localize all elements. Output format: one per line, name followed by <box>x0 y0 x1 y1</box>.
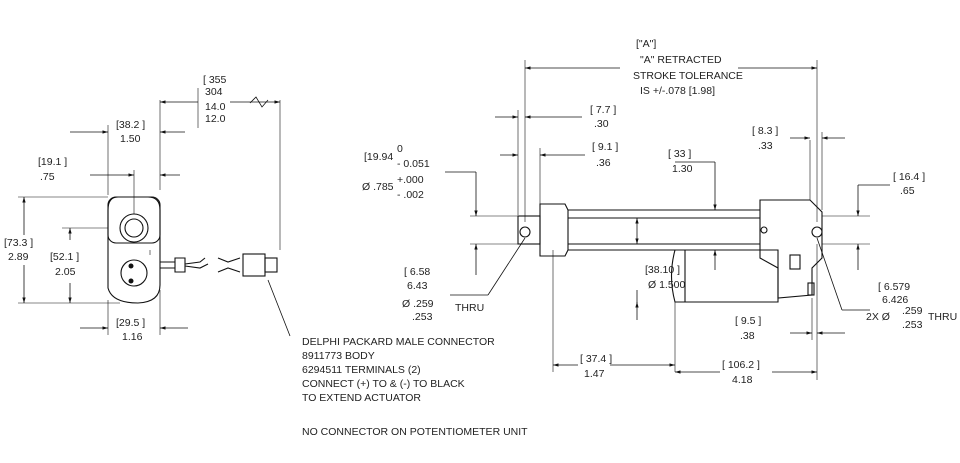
r-hole-thru: THRU <box>928 311 957 323</box>
dim-37-4-in: 1.47 <box>584 368 605 380</box>
offset-in: .75 <box>40 171 55 183</box>
end-view-dimensions: [ 355 304 14.0 12.0 [38.2 ] 1.50 [19.1 ]… <box>4 74 281 343</box>
dim-106-2-in: 4.18 <box>732 374 753 386</box>
dim-7-7-mm: [ 7.7 ] <box>590 104 616 116</box>
dim-38-10-in: Ø 1.500 <box>648 279 686 291</box>
note-line-4: CONNECT (+) TO & (-) TO BLACK <box>302 378 465 390</box>
note-line-3: 6294511 TERMINALS (2) <box>302 364 421 376</box>
cable-len-mm-b: 304 <box>205 86 223 98</box>
hole-mm-a: [ 6.58 <box>404 266 430 278</box>
dim-9-1-mm: [ 9.1 ] <box>592 141 618 153</box>
hole-thru: THRU <box>455 302 484 314</box>
dim-9-1-in: .36 <box>596 157 611 169</box>
r-hole-dia-a: .259 <box>902 305 923 317</box>
motor-width-in: 1.50 <box>120 133 141 145</box>
note-line-1: DELPHI PACKARD MALE CONNECTOR <box>302 336 495 348</box>
connector-note: DELPHI PACKARD MALE CONNECTOR 8911773 BO… <box>267 279 528 438</box>
r-hole-dia-prefix: 2X Ø <box>866 311 890 323</box>
half-height-in: 2.05 <box>55 266 76 278</box>
base-mm: [29.5 ] <box>116 317 145 329</box>
half-height-mm: [52.1 ] <box>50 251 79 263</box>
rod-tol-hi: 0 <box>397 143 403 155</box>
dim-33-mm: [ 33 ] <box>668 148 691 160</box>
dim-16-4-mm: [ 16.4 ] <box>893 171 925 183</box>
dim-8-3-mm: [ 8.3 ] <box>752 125 778 137</box>
dim-9-5-mm: [ 9.5 ] <box>735 315 761 327</box>
cable-len-in-a: 14.0 <box>205 101 226 113</box>
r-hole-mm-a: [ 6.579 <box>878 281 910 293</box>
rod-tol-hi-in: +.000 <box>397 174 424 186</box>
height-mm: [73.3 ] <box>4 237 33 249</box>
note-line-6: NO CONNECTOR ON POTENTIOMETER UNIT <box>302 426 528 438</box>
r-hole-dia-b: .253 <box>902 319 923 331</box>
stroke-tolerance-value: IS +/-.078 [1.98] <box>640 85 715 97</box>
r-hole-mm-b: 6.426 <box>882 294 908 306</box>
base-in: 1.16 <box>122 331 143 343</box>
stroke-tolerance: STROKE TOLERANCE <box>633 70 743 82</box>
dim-38-10-mm: [38.10 ] <box>645 264 680 276</box>
note-line-2: 8911773 BODY <box>302 350 375 362</box>
hole-dia-b: .253 <box>412 311 433 323</box>
a-label: ["A"] <box>636 38 656 50</box>
height-in: 2.89 <box>8 251 29 263</box>
rod-end-mm: [19.94 <box>364 151 393 163</box>
motor-width-mm: [38.2 ] <box>116 119 145 131</box>
dim-8-3-in: .33 <box>758 140 773 152</box>
hole-mm-b: 6.43 <box>407 280 428 292</box>
end-view <box>107 196 278 304</box>
dim-106-2-mm: [ 106.2 ] <box>722 359 760 371</box>
rod-tol-lo: - 0.051 <box>397 158 430 170</box>
side-view-dimensions: ["A"] "A" RETRACTED STROKE TOLERANCE IS … <box>362 38 957 386</box>
a-retracted: "A" RETRACTED <box>640 54 722 66</box>
dim-7-7-in: .30 <box>594 118 609 130</box>
side-view <box>517 199 823 303</box>
note-line-5: TO EXTEND ACTUATOR <box>302 392 421 404</box>
offset-mm: [19.1 ] <box>38 156 67 168</box>
hole-dia-a: Ø .259 <box>402 298 434 310</box>
dim-37-4-mm: [ 37.4 ] <box>580 353 612 365</box>
cable-len-in-b: 12.0 <box>205 113 226 125</box>
dim-16-4-in: .65 <box>900 185 915 197</box>
dim-9-5-in: .38 <box>740 330 755 342</box>
dim-33-in: 1.30 <box>672 163 693 175</box>
cable-len-mm: [ 355 <box>203 74 227 86</box>
rod-tol-lo-in: - .002 <box>397 189 424 201</box>
rod-diameter: Ø .785 <box>362 181 394 193</box>
